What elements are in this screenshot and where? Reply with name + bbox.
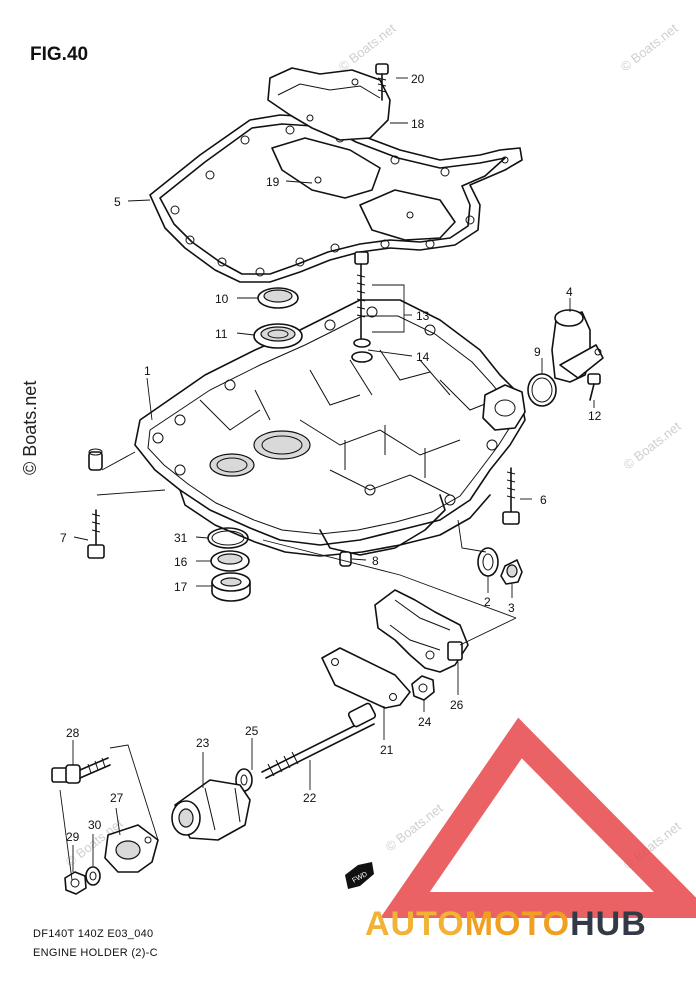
callout-23: 23 <box>196 736 210 750</box>
callout-5: 5 <box>114 195 121 209</box>
callout-22: 22 <box>303 791 317 805</box>
mount-cap-27 <box>104 824 159 873</box>
o-ring-9 <box>527 373 557 407</box>
callout-21: 21 <box>380 743 394 757</box>
callout-4: 4 <box>566 285 573 299</box>
callout-3: 3 <box>508 601 515 615</box>
callout-29: 29 <box>66 830 80 844</box>
callout-16: 16 <box>174 555 188 569</box>
callout-19: 19 <box>266 175 280 189</box>
callout-numbers: 20 18 19 5 10 11 13 14 4 9 12 1 6 7 8 31… <box>60 72 602 844</box>
leader-lines <box>72 77 595 872</box>
diagram-caption: ENGINE HOLDER (2)-C <box>33 947 158 959</box>
callout-1: 1 <box>144 364 151 378</box>
through-bolt-22 <box>261 702 377 779</box>
fwd-arrow <box>345 862 374 889</box>
callout-12: 12 <box>588 409 602 423</box>
automotohub-logo: AUTOMOTOHUB <box>365 905 647 944</box>
callout-18: 18 <box>411 117 425 131</box>
gasket-plate <box>149 114 523 283</box>
bolt-6 <box>502 467 520 525</box>
oil-seal-10 <box>257 287 299 309</box>
assembly-lines <box>59 451 517 881</box>
seal-16 <box>210 550 250 572</box>
rubber-mount-23 <box>171 779 251 841</box>
bolt-12 <box>587 373 601 401</box>
logo-part-hub: HUB <box>570 905 647 943</box>
water-outlet-4 <box>551 309 604 383</box>
callout-7: 7 <box>60 531 67 545</box>
logo-part-auto: AUTO <box>365 905 465 943</box>
callout-2: 2 <box>484 595 491 609</box>
logo-triangle <box>380 717 696 918</box>
washer-2 <box>477 547 499 577</box>
callout-8: 8 <box>372 554 379 568</box>
bolt-20 <box>375 63 389 101</box>
figure-title: FIG.40 <box>30 44 89 65</box>
logo-part-moto: MOTO <box>464 905 571 943</box>
gasket-21 <box>321 647 411 709</box>
callout-6: 6 <box>540 493 547 507</box>
callout-31: 31 <box>174 531 188 545</box>
callout-28: 28 <box>66 726 80 740</box>
nut-29 <box>64 871 87 895</box>
cover-plate <box>267 67 391 141</box>
bearing-17 <box>211 572 251 602</box>
callout-24: 24 <box>418 715 432 729</box>
callout-27: 27 <box>110 791 124 805</box>
callout-10: 10 <box>215 292 229 306</box>
nut-24 <box>411 675 435 701</box>
bolt-13 <box>354 251 369 341</box>
callout-20: 20 <box>411 72 425 86</box>
bolt-28 <box>51 757 111 784</box>
mount-bracket-26 <box>374 589 469 673</box>
dowel-pin <box>88 448 103 471</box>
callout-14: 14 <box>416 350 430 364</box>
callout-11: 11 <box>215 327 228 341</box>
model-code: DF140T 140Z E03_040 <box>33 928 154 940</box>
circlip-31 <box>207 527 249 549</box>
callout-26: 26 <box>450 698 464 712</box>
washer-14 <box>351 338 373 363</box>
dowel-8 <box>339 551 352 567</box>
drain-plug-3 <box>500 559 523 585</box>
bolt-7 <box>87 509 105 559</box>
callout-17: 17 <box>174 580 188 594</box>
callout-13: 13 <box>416 309 430 323</box>
oil-seal-11 <box>253 323 303 349</box>
callout-9: 9 <box>534 345 541 359</box>
engine-holder-casting <box>134 299 526 557</box>
washer-30 <box>85 866 101 886</box>
callout-25: 25 <box>245 724 259 738</box>
callout-30: 30 <box>88 818 102 832</box>
